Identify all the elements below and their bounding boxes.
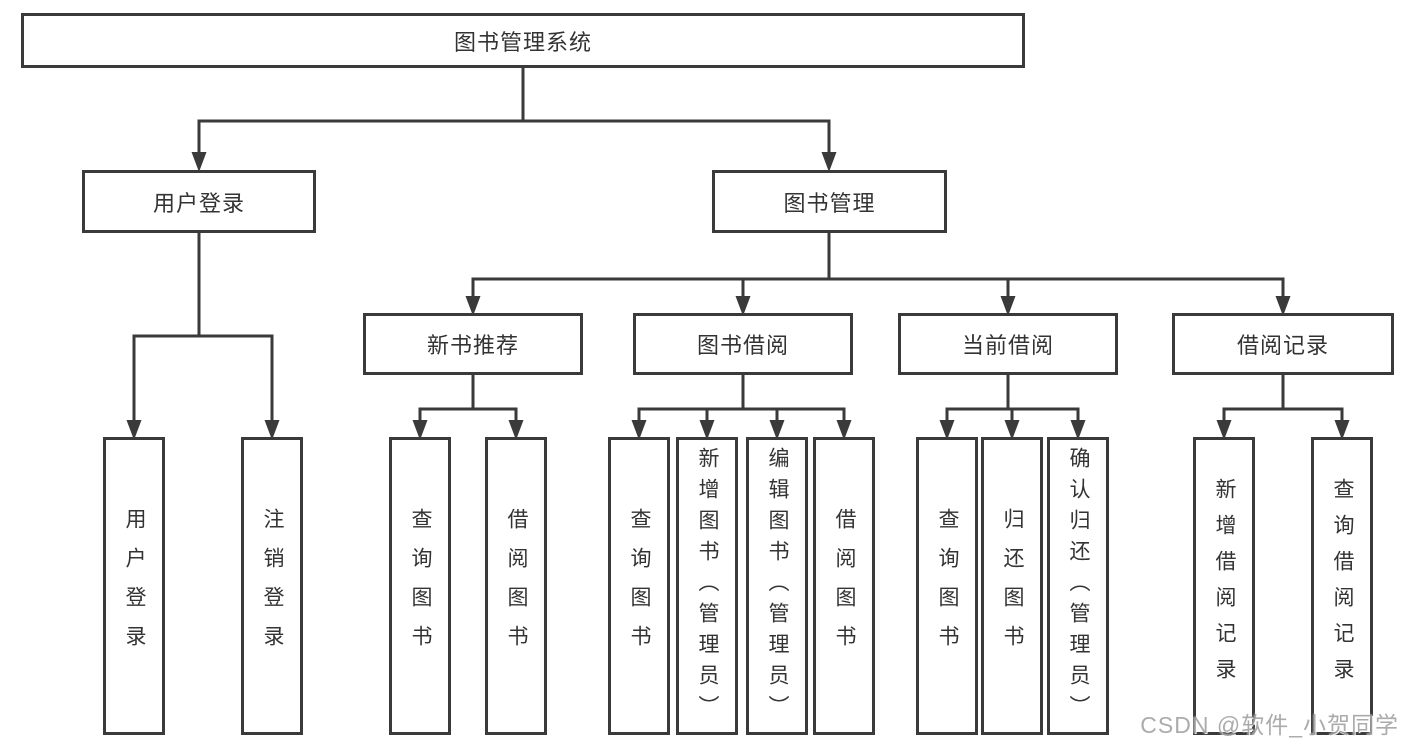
leaf-user-login: 用户登录 [103,437,165,735]
node-borrow-records: 借阅记录 [1172,313,1394,375]
leaf-current-return-books: 归还图书 [981,437,1043,735]
leaf-borrow-add-books-admin: 新增图书（管理员） [676,437,738,735]
node-root: 图书管理系统 [21,13,1025,68]
node-book-management: 图书管理 [712,170,947,233]
leaf-records-query-record: 查询借阅记录 [1311,437,1373,735]
watermark: CSDN @软件_小贺同学 [1140,712,1399,738]
node-book-management-label: 图书管理 [783,190,876,216]
node-borrow-records-label: 借阅记录 [1236,333,1329,358]
node-user-login: 用户登录 [82,170,316,233]
node-user-login-label: 用户登录 [152,190,245,216]
leaf-borrow-borrow-books: 借阅图书 [813,437,875,735]
leaf-borrow-query-books: 查询图书 [608,437,670,735]
node-book-borrow-label: 图书借阅 [696,333,789,358]
node-root-label: 图书管理系统 [453,29,592,55]
node-current-borrow-label: 当前借阅 [961,333,1054,358]
leaf-current-query-books: 查询图书 [916,437,978,735]
leaf-newbook-query-books: 查询图书 [389,437,451,735]
node-new-book-recommend-label: 新书推荐 [426,333,519,358]
node-new-book-recommend: 新书推荐 [363,313,583,375]
leaf-newbook-borrow-books: 借阅图书 [485,437,547,735]
leaf-current-confirm-return-admin: 确认归还（管理员） [1047,437,1109,735]
leaf-logout-login: 注销登录 [241,437,303,735]
node-current-borrow: 当前借阅 [898,313,1118,375]
node-book-borrow: 图书借阅 [633,313,853,375]
leaf-borrow-edit-books-admin: 编辑图书（管理员） [746,437,808,735]
leaf-records-add-record: 新增借阅记录 [1193,437,1255,735]
